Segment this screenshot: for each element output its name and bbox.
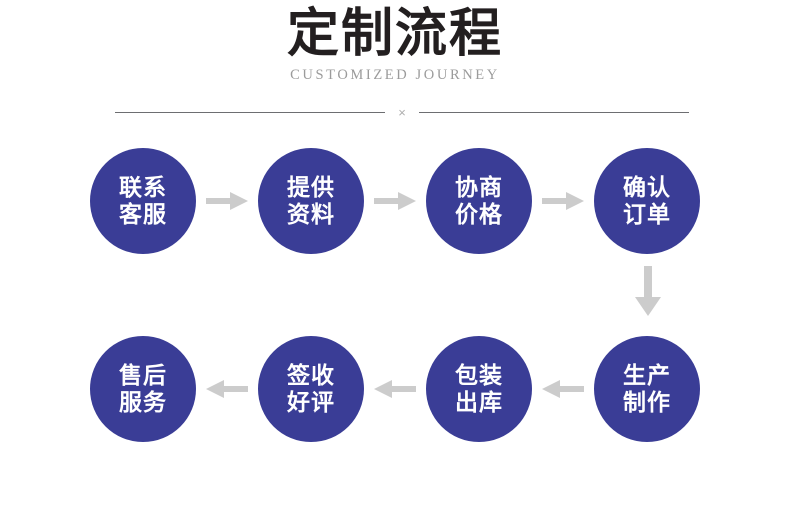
node-line-2: 资料 [287,201,335,227]
node-line-2: 订单 [623,201,671,227]
flow-node-receipt-review[interactable]: 签收 好评 [258,336,364,442]
node-line-1: 确认 [623,173,671,200]
node-line-2: 价格 [455,201,503,227]
header: 定制流程 CUSTOMIZED JOURNEY [0,0,790,83]
flow-node-packaging-shipping[interactable]: 包装 出库 [426,336,532,442]
node-line-2: 好评 [287,389,335,415]
node-line-1: 协商 [455,173,503,200]
divider-line-right [419,111,689,113]
arrow-right-icon [532,188,594,214]
node-line-1: 包装 [455,361,503,388]
node-line-1: 提供 [287,173,335,200]
arrow-left-icon [196,376,258,402]
node-line-2: 客服 [119,201,167,227]
flow-row-bottom: 售后 服务 签收 好评 包装 出库 生产 制作 [0,334,790,444]
divider: × [115,103,689,121]
arrow-right-icon [364,188,426,214]
arrow-left-icon [532,376,594,402]
flow-node-contact-service[interactable]: 联系 客服 [90,148,196,254]
page-title: 定制流程 [286,5,503,63]
page-subtitle: CUSTOMIZED JOURNEY [290,67,500,84]
node-line-1: 签收 [287,361,335,388]
node-line-1: 生产 [623,361,671,388]
node-line-1: 售后 [119,361,167,388]
node-line-2: 制作 [623,389,671,415]
flow-node-production[interactable]: 生产 制作 [594,336,700,442]
node-line-2: 服务 [119,389,167,415]
flow-node-after-sales-service[interactable]: 售后 服务 [90,336,196,442]
flow-node-negotiate-price[interactable]: 协商 价格 [426,148,532,254]
flow-node-provide-materials[interactable]: 提供 资料 [258,148,364,254]
node-line-2: 出库 [455,389,503,415]
arrow-left-icon [364,376,426,402]
arrow-right-icon [196,188,258,214]
flow-row-top: 联系 客服 提供 资料 协商 价格 确认 订单 [0,146,790,256]
arrow-down-icon [633,266,663,316]
divider-cross-icon: × [398,104,406,120]
divider-line-left [115,111,385,113]
flow-node-confirm-order[interactable]: 确认 订单 [594,148,700,254]
node-line-1: 联系 [119,173,167,200]
